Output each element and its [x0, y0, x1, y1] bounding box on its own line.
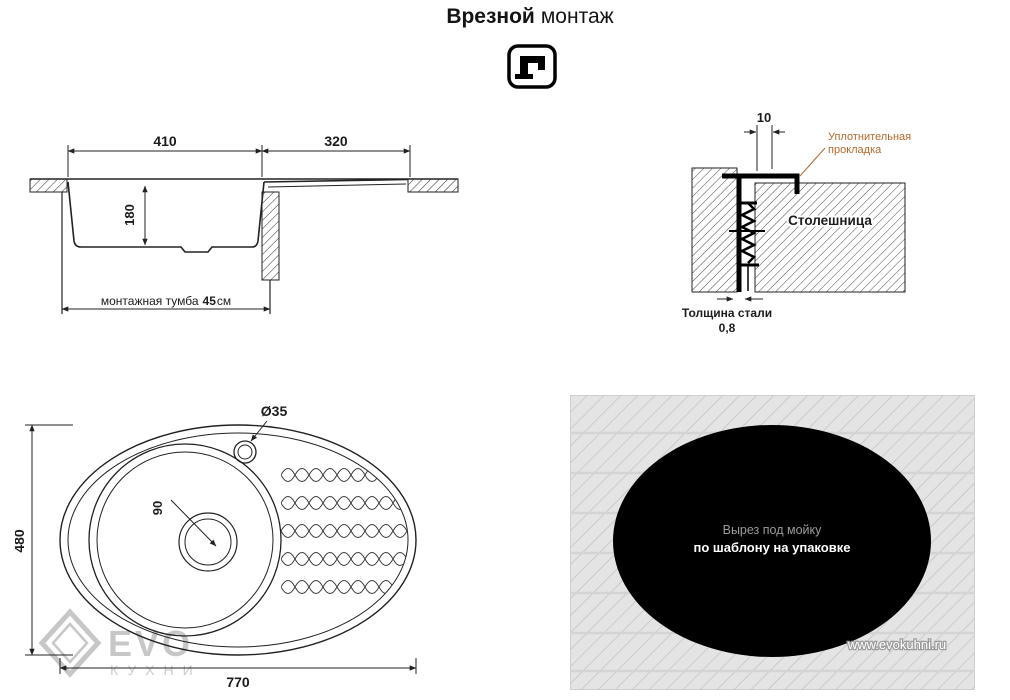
dim-overhang: [744, 125, 785, 171]
dim-overall-width-label: 770: [226, 674, 250, 690]
tap-hole: [233, 440, 257, 464]
cutout-note-line2: по шаблону на упаковке: [694, 540, 851, 555]
gasket-label-line1: Уплотнительная: [828, 131, 911, 143]
faucet-icon: [507, 44, 557, 89]
mounting-cabinet: [61, 191, 280, 314]
tap-hole-diameter-label: Ø35: [261, 403, 288, 419]
edge-mount-detail-drawing: Столешница 10 Уплотнительная прокладка: [682, 110, 911, 335]
dim-bowl-depth-label: 180: [122, 204, 137, 226]
dim-bowl-width: [67, 145, 411, 177]
drain-hole: [178, 512, 238, 572]
countertop-section: [29, 178, 459, 193]
sink-profile: [67, 178, 409, 253]
cabinet-label-text: монтажная тумба: [101, 294, 199, 308]
cabinet-unit: см: [217, 294, 231, 308]
cabinet-label: монтажная тумба 45см: [101, 294, 231, 308]
logo-text: EVO: [108, 623, 193, 664]
dim-overall-depth-label: 480: [15, 529, 27, 553]
drainer-pattern: [281, 464, 408, 598]
steel-thickness-value: 0,8: [719, 321, 736, 335]
cutout-template-drawing: Вырез под мойку по шаблону на упаковке w…: [570, 395, 975, 690]
sink-steel-edge: [722, 173, 800, 292]
website-watermark: www.evokuhni.ru: [847, 637, 946, 652]
top-view-drawing: Ø35 90 480 770: [15, 403, 417, 690]
dim-overall-width: [59, 658, 417, 674]
steel-thickness-label: Толщина стали: [682, 306, 772, 320]
cabinet-value: 45: [203, 294, 217, 308]
tap-hole-leader-line: [250, 420, 268, 442]
cutout-note-line1: Вырез под мойку: [723, 523, 823, 537]
mounting-clamp: [729, 201, 765, 291]
gasket-leader-line: [799, 147, 826, 177]
dim-overhang-label: 10: [757, 110, 771, 125]
countertop-label: Столешница: [788, 213, 872, 228]
gasket-label-line2: прокладка: [828, 144, 882, 156]
countertop-block: [754, 182, 906, 293]
faucet-icon-frame: [507, 44, 557, 89]
diamond-logo-icon: [38, 608, 102, 678]
title-bold: Врезной: [446, 5, 535, 28]
faucet-glyph: [515, 56, 545, 79]
bowl-outline: [88, 443, 282, 637]
cross-section-drawing: 410 320 180 монтажная тумба 45см: [29, 133, 459, 314]
title-regular: монтаж: [540, 5, 614, 28]
dim-overall-depth: [25, 424, 73, 656]
cutout-oval: [613, 425, 931, 657]
dim-drainer-width-label: 320: [324, 133, 348, 149]
drain-diameter-label: 90: [150, 501, 165, 515]
dim-bowl-width-label: 410: [153, 133, 177, 149]
drain-leader-line: [170, 499, 217, 547]
